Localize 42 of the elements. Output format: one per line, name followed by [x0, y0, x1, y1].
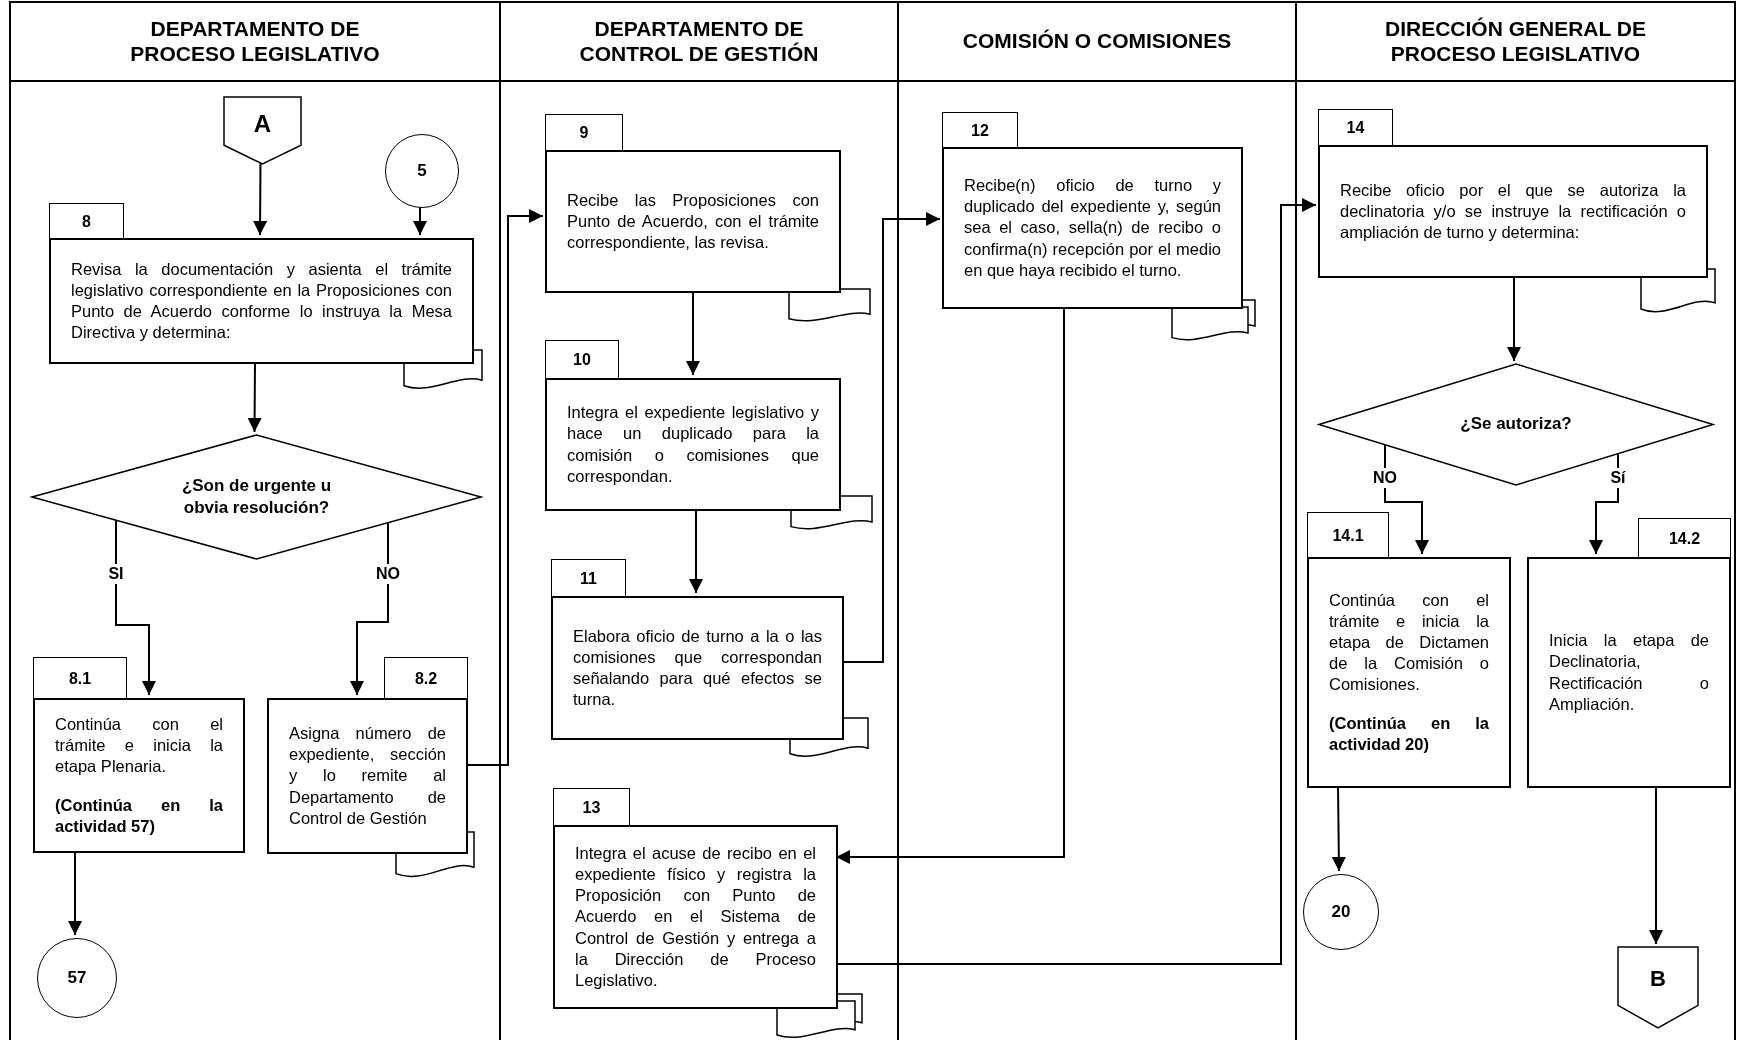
connector-letter: B — [1650, 965, 1666, 994]
step-number-tab: 14 — [1318, 109, 1393, 147]
swimlane — [9, 1, 499, 1040]
step-number-tab: 13 — [553, 788, 630, 827]
continuation-note: (Continúa en la actividad 20) — [1329, 713, 1489, 756]
swimlane — [499, 1, 897, 1040]
step-number-tab: 8 — [49, 203, 124, 240]
connector-number: 5 — [417, 161, 427, 181]
activity-text: Asigna número de expediente, sección y lo remite al Departamento de Control de Gestión — [289, 723, 446, 829]
step-number-tab: 14.1 — [1307, 512, 1389, 559]
swimlane — [1295, 1, 1736, 1040]
step-number-tab: 8.1 — [33, 657, 127, 700]
activity-text: Integra el acuse de recibo en el expediente físico y registra la Proposición con Punto de Acuerdo en el Sistema de Control de Gestión y entrega a la Dirección de Proceso Legislativo. — [575, 843, 816, 991]
step-number-tab: 9 — [545, 114, 623, 152]
lane-header: COMISIÓN O COMISIONES — [899, 3, 1295, 82]
continuation-note: (Continúa en la actividad 57) — [55, 795, 223, 838]
decision-question: ¿Se autoriza? — [1460, 413, 1572, 436]
activity-text: Continúa con el trámite e inicia la etapa Plenaria. — [55, 713, 223, 777]
activity-text: Recibe(n) oficio de turno y duplicado del expediente y, según sea el caso, sella(n) de recibo o confirma(n) recepción por el medio en que haya recibido el turno. — [964, 175, 1221, 281]
activity-text: Recibe las Proposiciones con Punto de Acuerdo, con el trámite correspondiente, las revisa. — [567, 189, 819, 254]
flow-arrow — [835, 198, 1317, 965]
activity-text: Elabora oficio de turno a la o las comisiones que correspondan señalando para qué efectos se turna. — [573, 625, 822, 711]
decision-question: ¿Son de urgente u obvia resolución? — [180, 474, 333, 519]
step-number-tab: 12 — [942, 112, 1018, 149]
connector-number: 57 — [67, 968, 87, 988]
flow-arrow — [841, 212, 941, 663]
step-number-tab: 11 — [551, 559, 626, 598]
connector-number: 20 — [1331, 902, 1351, 922]
step-number-tab: 8.2 — [384, 657, 468, 700]
lane-header: DEPARTAMENTO DE CONTROL DE GESTIÓN — [501, 3, 897, 82]
activity-text: Integra el expediente legislativo y hace un duplicado para la comisión o comisiones que correspondan. — [567, 402, 819, 487]
step-number-tab: 10 — [545, 340, 619, 380]
flow-arrow — [465, 209, 544, 766]
activity-text: Continúa con el trámite e inicia la etapa de Dictamen de la Comisión o Comisiones. — [1329, 589, 1489, 696]
activity-text: Inicia la etapa de Declinatoria, Rectificación o Ampliación. — [1549, 630, 1709, 715]
connector-letter: A — [253, 109, 272, 140]
flow-arrow — [253, 160, 268, 236]
lane-header: DIRECCIÓN GENERAL DE PROCESO LEGISLATIVO — [1297, 3, 1734, 82]
activity-text: Recibe oficio por el que se autoriza la declinatoria y/o se instruye la rectificación o ampliación de turno y determina: — [1340, 179, 1686, 244]
lane-header: DEPARTAMENTO DE PROCESO LEGISLATIVO — [11, 3, 499, 82]
activity-text: Revisa la documentación y asienta el trámite legislativo correspondiente en la Proposiciones con Punto de Acuerdo conforme lo instruya la Mesa Directiva y determina: — [71, 258, 452, 344]
step-number-tab: 14.2 — [1638, 518, 1731, 559]
